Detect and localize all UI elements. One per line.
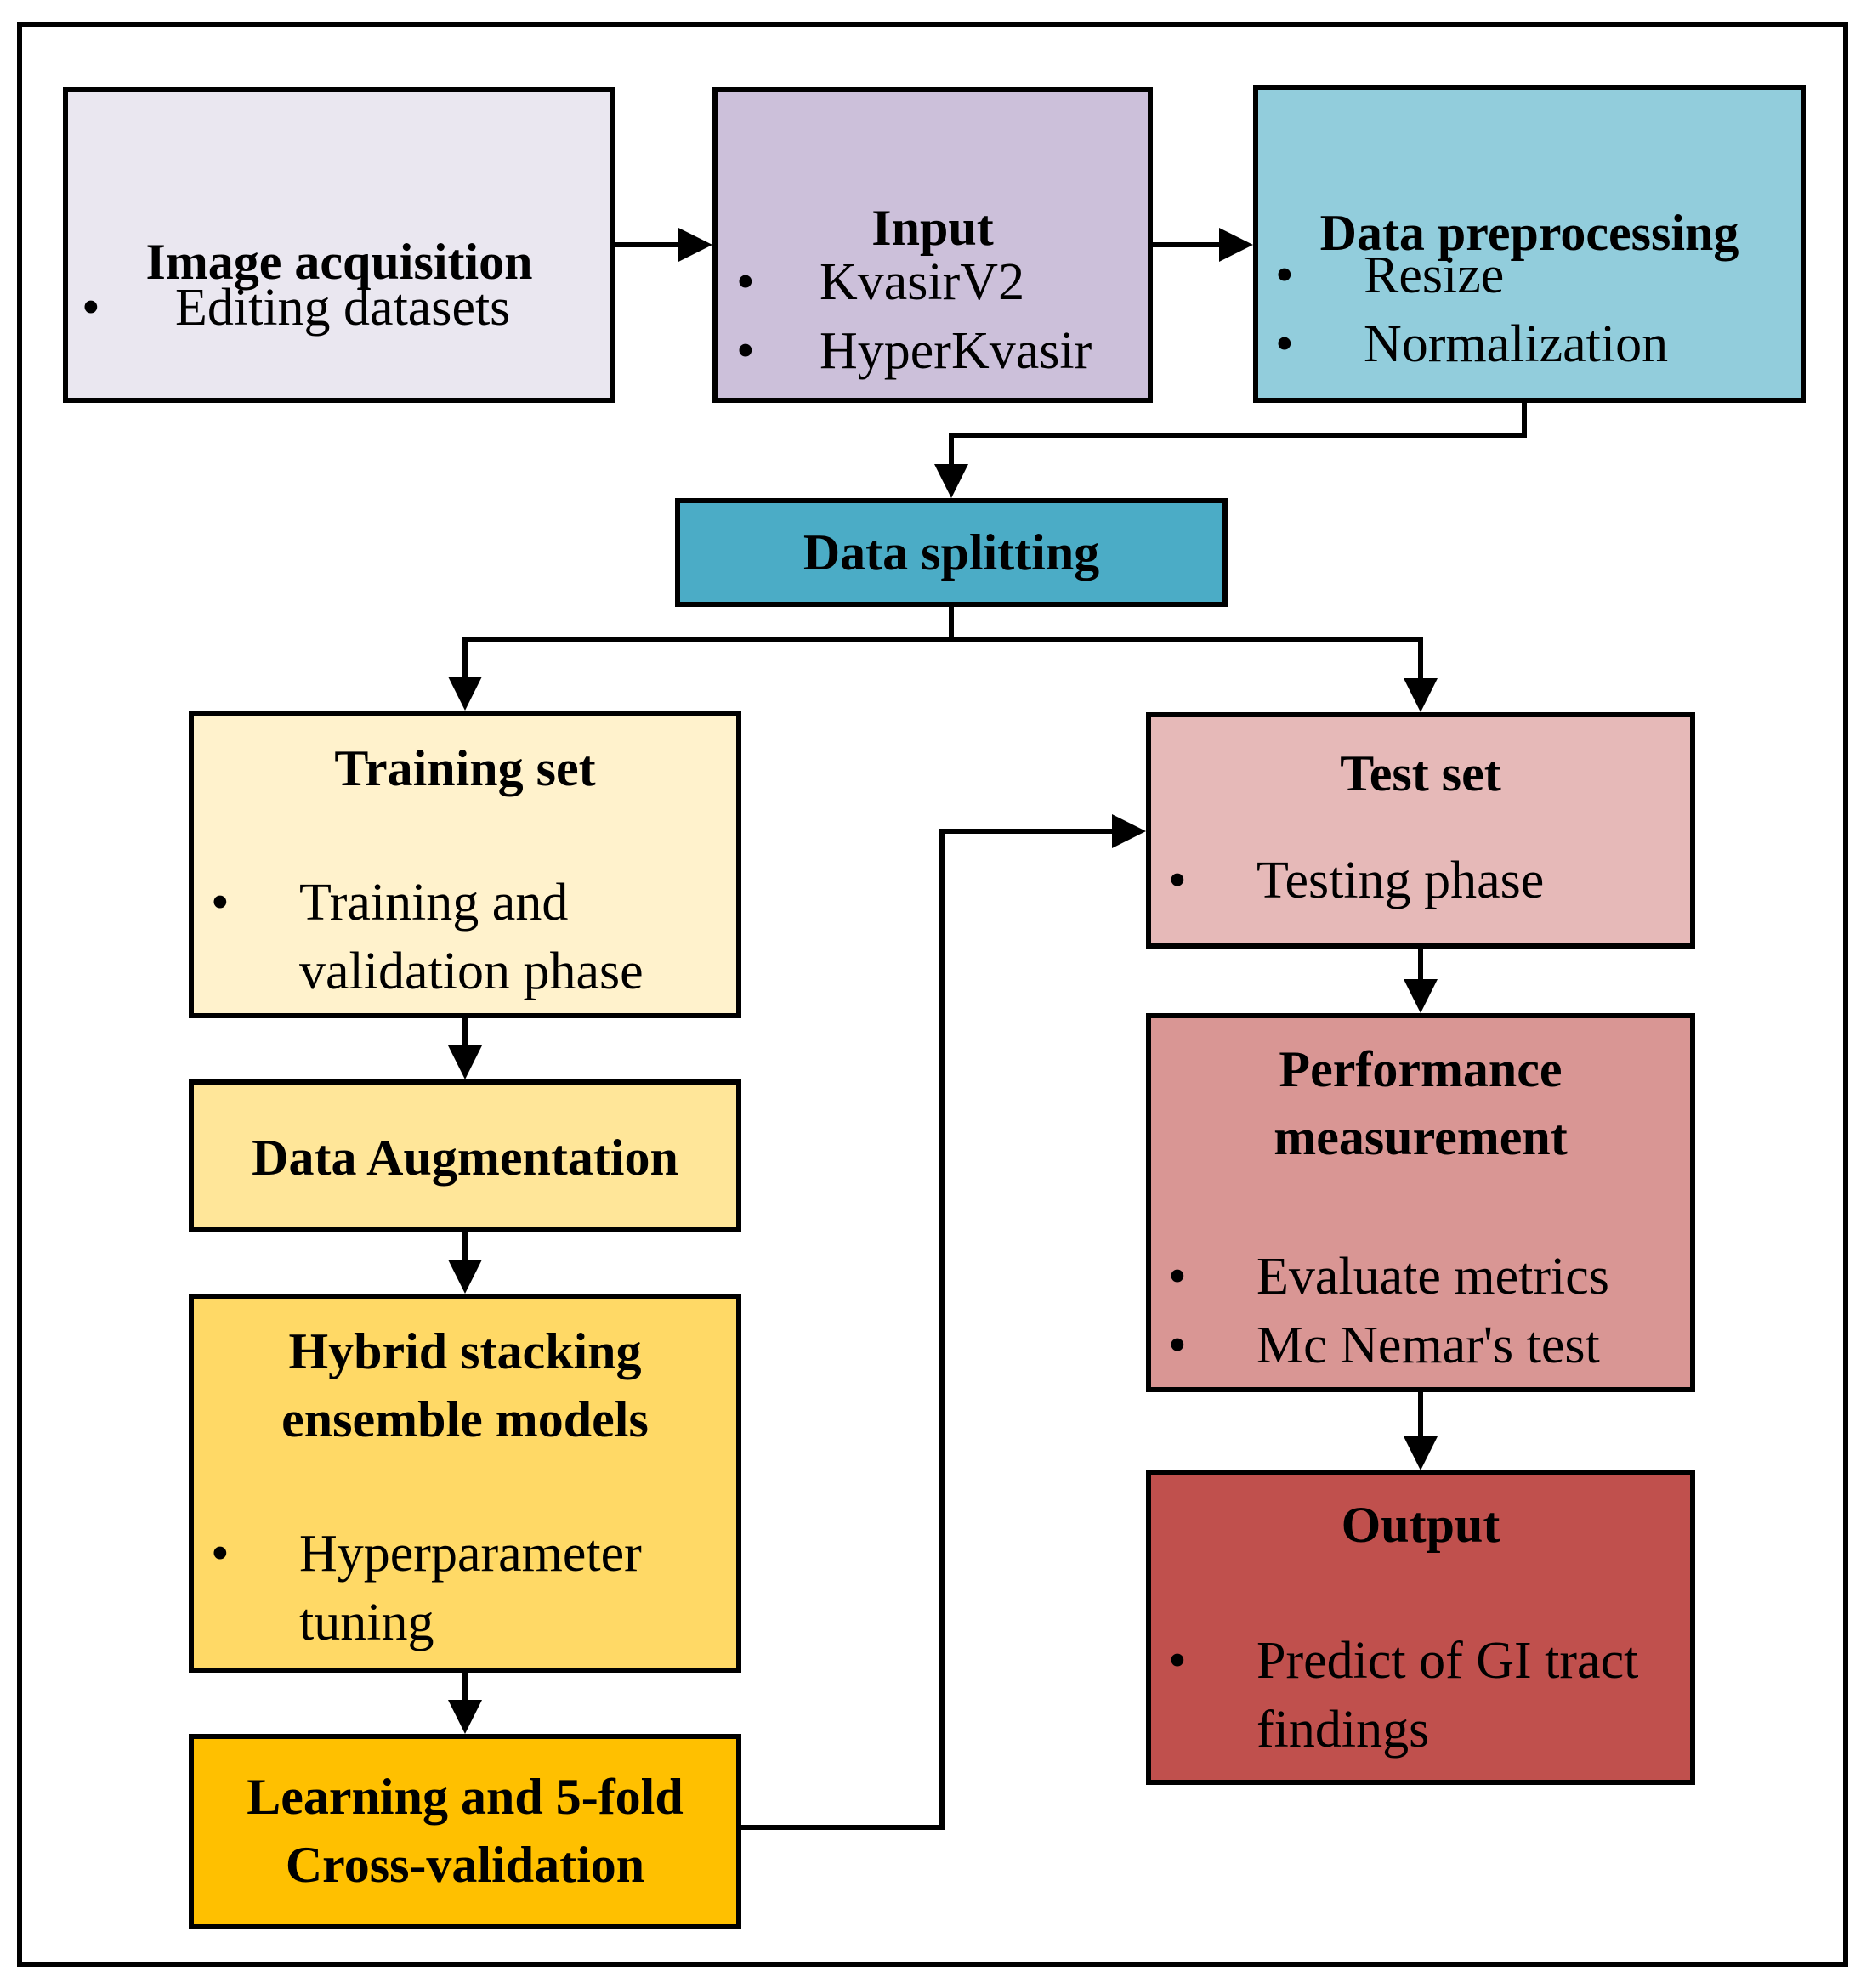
hybrid-stacking-title-line-1: Hybrid stacking xyxy=(288,1323,642,1379)
hybrid-stacking-box: Hybrid stacking ensemble models • Hyperpa… xyxy=(189,1294,741,1673)
bullet-item: • Testing phase xyxy=(1151,847,1690,915)
arrow-performance-to-output xyxy=(1404,1392,1438,1470)
arrow-line xyxy=(741,829,1115,1830)
data-preprocessing-bullet-list: • Resize • Normalization xyxy=(1258,241,1801,379)
output-box: Output • Predict of GI tract findings xyxy=(1146,1470,1695,1785)
bullet-item: • Editing datasets xyxy=(68,274,610,343)
bullet-item: • Resize xyxy=(1258,241,1801,310)
bullet-dot-icon: • xyxy=(82,279,100,337)
arrow-data-splitting-to-training-set xyxy=(448,607,954,711)
bullet-item: • Mc Nemar's test xyxy=(1151,1311,1690,1380)
arrow-head-icon xyxy=(678,228,712,262)
arrow-head-icon xyxy=(448,1700,482,1734)
data-preprocessing-box: Data preprocessing • Resize • Normalization xyxy=(1253,85,1806,403)
arrow-hybrid-stacking-to-learning-cv xyxy=(448,1673,482,1734)
performance-title-line-2: measurement xyxy=(1274,1109,1568,1165)
image-acquisition-bullet-list: • Editing datasets xyxy=(68,274,610,343)
arrow-head-icon xyxy=(448,677,482,711)
output-bullet-list: • Predict of GI tract findings xyxy=(1151,1627,1690,1764)
arrow-training-set-to-data-augmentation xyxy=(448,1018,482,1079)
arrow-head-icon xyxy=(1404,1436,1438,1470)
bullet-text: Evaluate metrics xyxy=(1257,1248,1609,1306)
bullet-text: Testing phase xyxy=(1257,852,1545,909)
bullet-item: • Normalization xyxy=(1258,310,1801,379)
learning-cross-validation-box: Learning and 5-fold Cross-validation xyxy=(189,1734,741,1929)
output-title: Output xyxy=(1341,1497,1500,1553)
test-set-title: Test set xyxy=(1340,745,1501,801)
data-augmentation-title: Data Augmentation xyxy=(252,1130,678,1186)
bullet-dot-icon: • xyxy=(211,874,230,932)
test-set-bullet-list: • Testing phase xyxy=(1151,847,1690,915)
bullet-text: Editing datasets xyxy=(175,279,511,337)
bullet-text: Training and xyxy=(299,874,569,932)
learning-cv-title-line-2: Cross-validation xyxy=(285,1837,645,1893)
bullet-item: • Training and validation phase xyxy=(194,869,736,1006)
arrow-input-to-data-preprocessing xyxy=(1153,228,1253,262)
bullet-item: • Evaluate metrics xyxy=(1151,1243,1690,1311)
bullet-dot-icon: • xyxy=(1168,1248,1187,1306)
diagram-frame xyxy=(17,22,1848,1967)
input-title: Input xyxy=(871,200,994,256)
hybrid-stacking-bullet-list: • Hyperparameter tuning xyxy=(194,1520,736,1657)
data-augmentation-box: Data Augmentation xyxy=(189,1079,741,1232)
hybrid-stacking-title-line-2: ensemble models xyxy=(281,1391,649,1447)
input-box: Input • KvasirV2 • HyperKvasir xyxy=(712,87,1153,403)
bullet-item: • HyperKvasir xyxy=(718,317,1148,386)
performance-title-line-1: Performance xyxy=(1279,1041,1563,1097)
arrow-head-icon xyxy=(1112,814,1146,848)
bullet-item: • Hyperparameter tuning xyxy=(194,1520,736,1657)
arrow-head-icon xyxy=(448,1260,482,1294)
bullet-dot-icon: • xyxy=(736,253,755,311)
arrow-data-augmentation-to-hybrid-stacking xyxy=(448,1232,482,1294)
arrow-data-splitting-to-test-set xyxy=(951,637,1438,712)
arrow-head-icon xyxy=(1404,678,1438,712)
training-set-title: Training set xyxy=(334,740,596,796)
bullet-text: Mc Nemar's test xyxy=(1257,1317,1600,1374)
bullet-dot-icon: • xyxy=(736,322,755,380)
image-acquisition-title: Image acquisition xyxy=(145,234,533,290)
arrow-line xyxy=(951,637,1423,682)
arrow-head-icon xyxy=(1219,228,1253,262)
bullet-text: Predict of GI tract xyxy=(1257,1632,1639,1690)
bullet-dot-icon: • xyxy=(1168,1317,1187,1374)
input-bullet-list: • KvasirV2 • HyperKvasir xyxy=(718,248,1148,386)
bullet-dot-icon: • xyxy=(1168,852,1187,909)
data-splitting-title: Data splitting xyxy=(803,524,1100,581)
performance-measurement-box: Performance measurement • Evaluate metric… xyxy=(1146,1013,1695,1392)
arrow-head-icon xyxy=(934,464,968,498)
bullet-text: HyperKvasir xyxy=(820,322,1092,380)
bullet-dot-icon: • xyxy=(1275,246,1294,304)
arrow-line xyxy=(462,607,954,680)
bullet-text: validation phase xyxy=(299,943,644,1000)
bullet-text: Resize xyxy=(1364,246,1505,304)
arrow-data-preprocessing-to-data-splitting xyxy=(934,403,1527,498)
training-set-bullet-list: • Training and validation phase xyxy=(194,869,736,1006)
arrow-line xyxy=(949,403,1527,467)
bullet-text: KvasirV2 xyxy=(820,253,1025,311)
arrow-learning-cv-to-test-set xyxy=(741,814,1146,1830)
performance-bullet-list: • Evaluate metrics • Mc Nemar's test xyxy=(1151,1243,1690,1380)
image-acquisition-box: Image acquisition • Editing datasets xyxy=(63,87,615,403)
test-set-box: Test set • Testing phase xyxy=(1146,712,1695,949)
arrow-test-set-to-performance xyxy=(1404,949,1438,1013)
bullet-text: tuning xyxy=(299,1594,434,1651)
bullet-item: • KvasirV2 xyxy=(718,248,1148,317)
arrow-image-acquisition-to-input xyxy=(615,228,712,262)
bullet-text: Hyperparameter xyxy=(299,1525,642,1583)
arrow-head-icon xyxy=(1404,979,1438,1013)
data-splitting-box: Data splitting xyxy=(675,498,1228,607)
arrow-head-icon xyxy=(448,1045,482,1079)
bullet-text: findings xyxy=(1257,1701,1430,1759)
bullet-dot-icon: • xyxy=(1168,1632,1187,1690)
training-set-box: Training set • Training and validation pha… xyxy=(189,711,741,1018)
bullet-dot-icon: • xyxy=(211,1525,230,1583)
bullet-dot-icon: • xyxy=(1275,315,1294,373)
learning-cv-title-line-1: Learning and 5-fold xyxy=(247,1769,684,1825)
data-preprocessing-title: Data preprocessing xyxy=(1319,205,1739,261)
bullet-item: • Predict of GI tract findings xyxy=(1151,1627,1690,1764)
bullet-text: Normalization xyxy=(1364,315,1669,373)
